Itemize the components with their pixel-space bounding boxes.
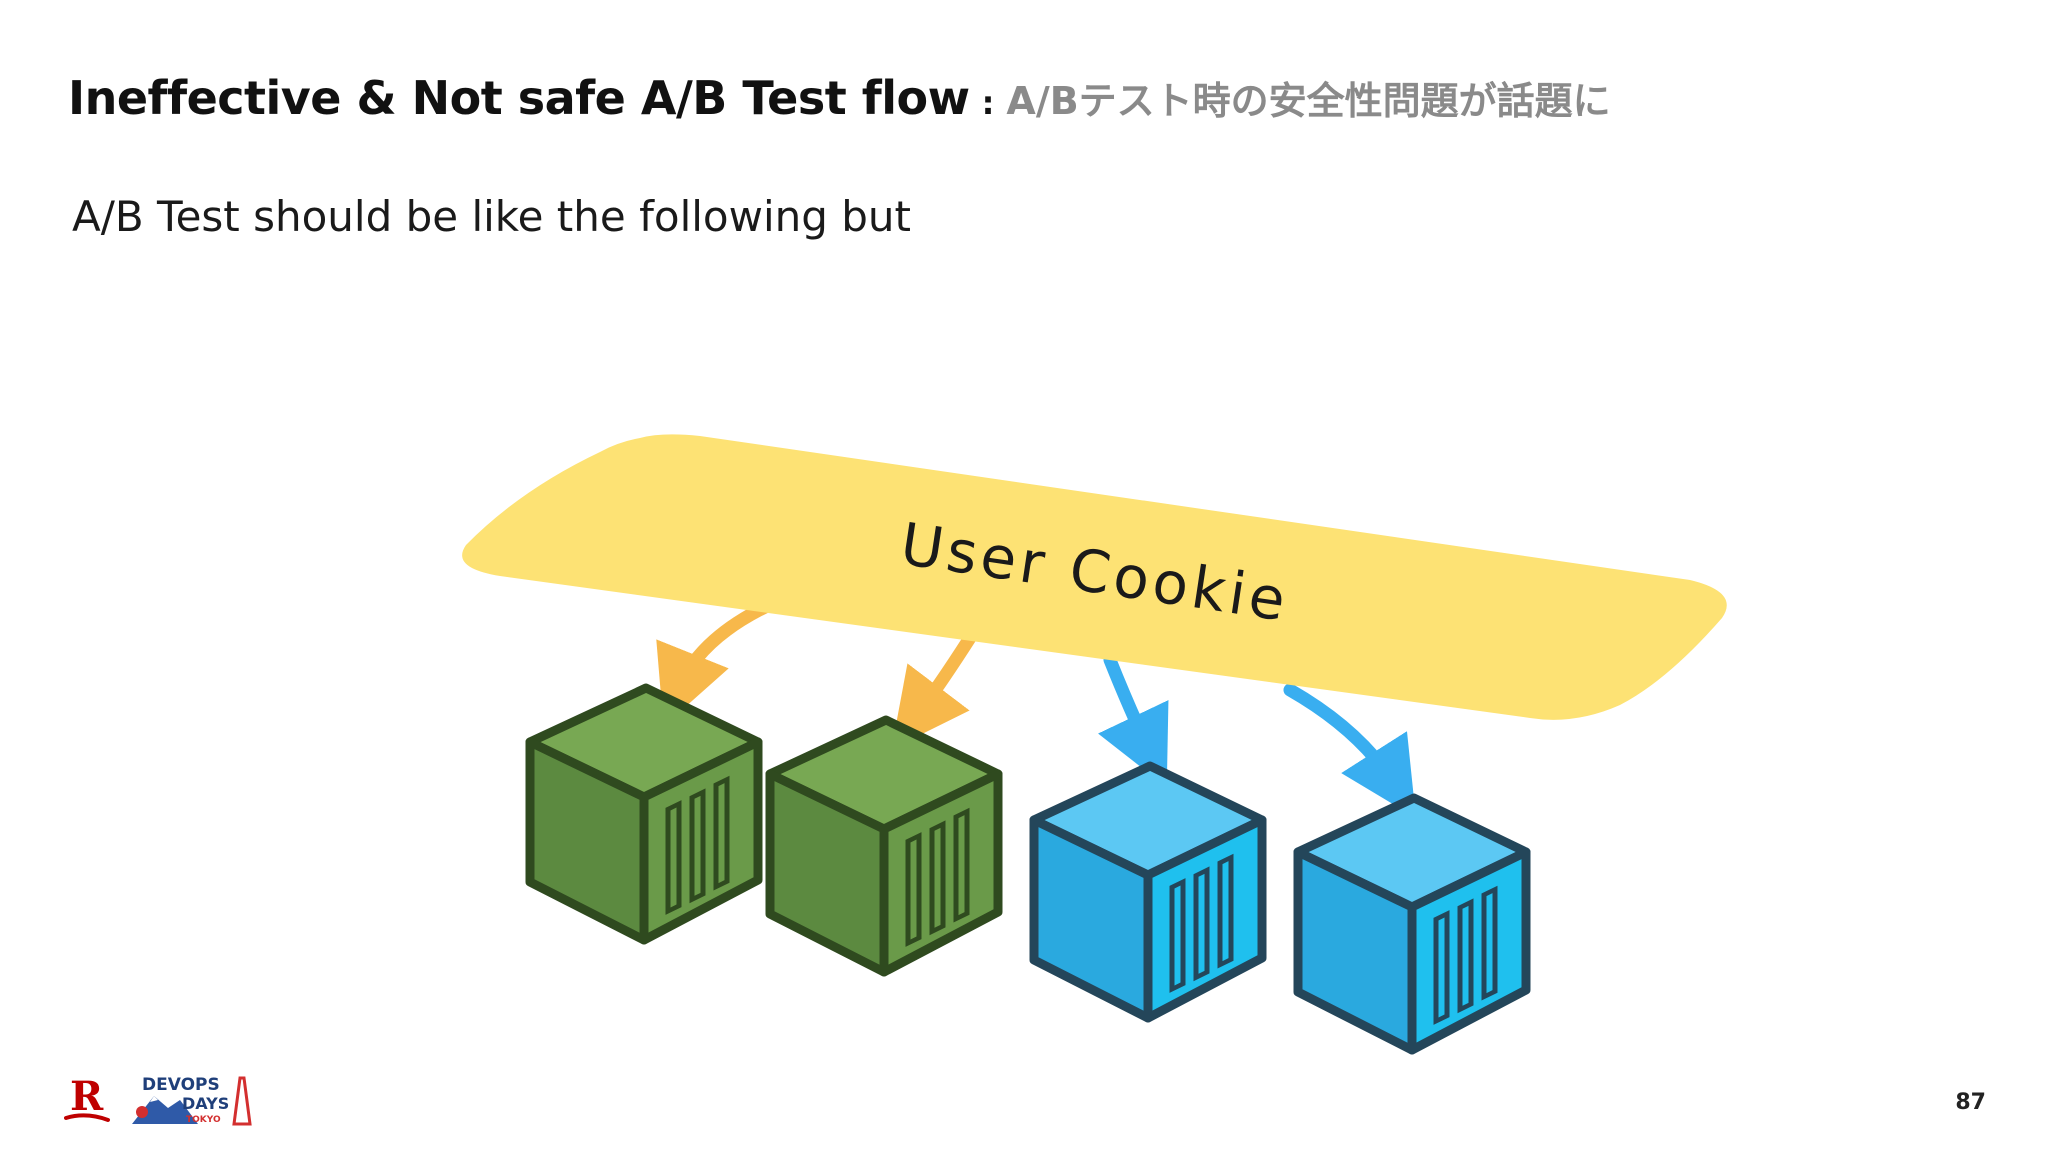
arrow-to-blue-container-1 [1098,653,1169,788]
title-main: Ineffective & Not safe A/B Test flow [68,71,970,125]
event-line-2: DAYS [182,1094,229,1113]
container-green-2 [765,715,1003,977]
container-blue-2 [1293,793,1531,1055]
slide-title: Ineffective & Not safe A/B Test flow: A/B… [68,66,1611,142]
event-line-1: DEVOPS [142,1075,220,1095]
event-line-3: TOKYO [186,1115,221,1125]
container-blue-1 [1029,761,1267,1023]
rakuten-r-logo-icon: R [64,1074,110,1122]
container-green-1 [525,683,763,945]
page-number: 87 [1955,1090,1986,1115]
title-japanese: A/Bテスト時の安全性問題が話題に [1006,79,1611,123]
routing-arrows [656,593,1416,818]
title-separator: : [981,84,995,122]
arrow-to-green-container-2 [891,623,982,750]
arrow-to-blue-container-2 [1283,683,1416,818]
svg-text:R: R [70,1074,104,1120]
arrow-to-green-container-1 [656,593,787,727]
cookie-shape [462,434,1727,720]
slide-subtitle: A/B Test should be like the following bu… [72,192,911,241]
devopsdays-tokyo-logo-icon: DEVOPS DAYS TOKYO [128,1072,258,1126]
user-cookie-band: User Cookie [462,434,1727,720]
